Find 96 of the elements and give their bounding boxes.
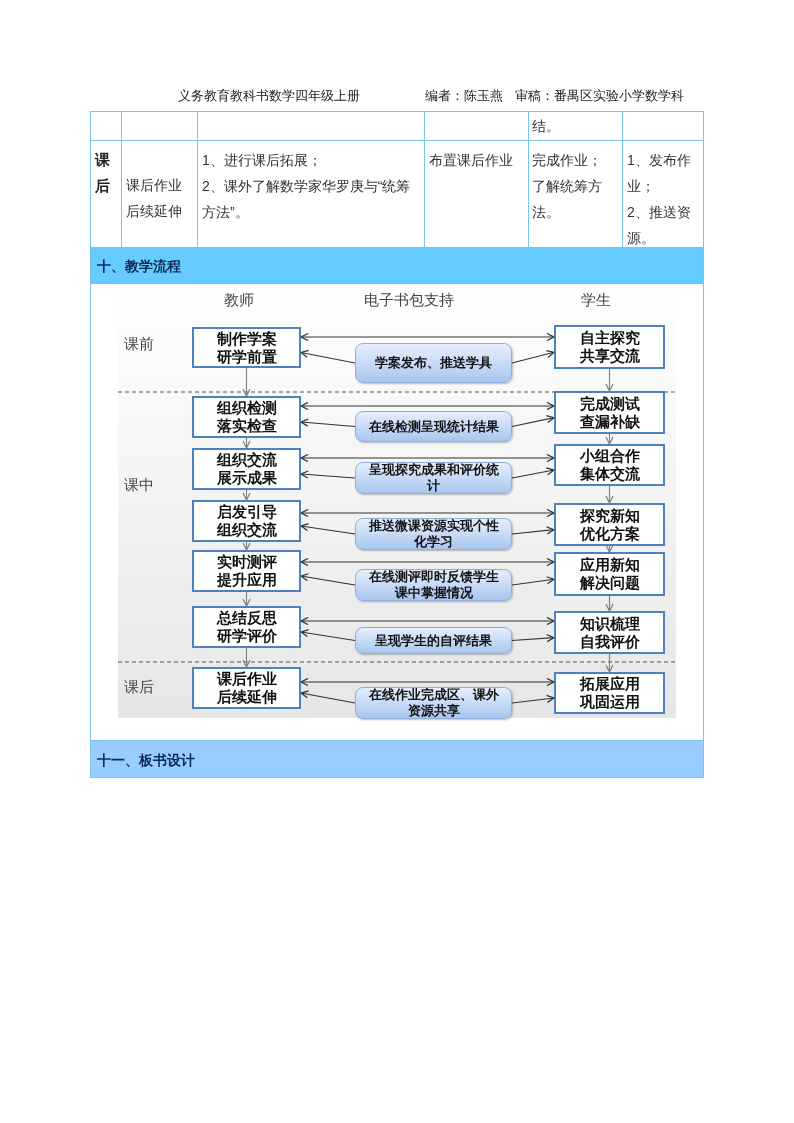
arrow xyxy=(300,629,356,642)
step-text: 完成测试查漏补缺 xyxy=(578,394,641,431)
column-heading: 教师 xyxy=(224,290,255,310)
arrow xyxy=(300,690,356,704)
arrow xyxy=(300,677,555,687)
step-box xyxy=(192,606,301,648)
step-box xyxy=(192,327,301,368)
section-heading: 十一、板书设计 xyxy=(97,751,196,770)
arrow xyxy=(605,433,614,445)
arrow xyxy=(300,470,356,479)
column-heading: 学生 xyxy=(581,290,612,310)
step-box xyxy=(554,444,665,486)
table-text: 课后作业后续延伸 xyxy=(126,176,183,221)
step-text: 自主探究共享交流 xyxy=(578,329,641,365)
step-box xyxy=(192,396,301,438)
arrow xyxy=(300,401,555,411)
step-text: 探究新知优化方案 xyxy=(578,506,641,543)
arrow xyxy=(300,349,356,364)
pill-text: 在线测评即时反馈学生课中掌握情况 xyxy=(368,569,499,601)
section-heading: 十、教学流程 xyxy=(97,257,182,276)
step-text: 总结反思研学评价 xyxy=(215,609,278,645)
table-text: 了解统筹方法。 xyxy=(532,177,603,222)
arrow xyxy=(511,350,555,364)
support-pill xyxy=(355,462,512,494)
arrow xyxy=(300,557,555,567)
arrow xyxy=(242,541,251,551)
header-text: 义务教育教科书数学四年级上册 xyxy=(178,87,361,105)
step-text: 组织检测落实检查 xyxy=(215,399,278,435)
stage-label: 课中 xyxy=(124,475,155,495)
pill-text: 学案发布、推送学具 xyxy=(375,355,492,371)
step-box xyxy=(554,325,665,369)
step-box xyxy=(192,550,301,592)
step-box xyxy=(192,667,301,709)
arrow xyxy=(605,544,614,553)
step-text: 实时测评提升应用 xyxy=(215,553,278,589)
arrow xyxy=(605,485,614,504)
arrow xyxy=(511,526,555,535)
pill-text: 推送微课资源实现个性化学习 xyxy=(368,518,499,550)
stage-label: 课后 xyxy=(95,150,111,196)
support-pill xyxy=(355,343,512,383)
arrow xyxy=(511,576,555,586)
arrow xyxy=(242,591,251,607)
column-heading: 电子书包支持 xyxy=(364,290,455,310)
table-text: 2、课外了解数学家华罗庚与“统筹方法”。 xyxy=(202,177,412,222)
step-box xyxy=(554,503,665,546)
arrow xyxy=(300,332,555,342)
arrow xyxy=(300,616,555,626)
step-text: 应用新知解决问题 xyxy=(578,556,641,592)
arrow xyxy=(300,508,555,518)
stage-label: 课前 xyxy=(124,334,155,354)
step-box xyxy=(554,391,665,434)
step-text: 组织交流展示成果 xyxy=(215,451,278,487)
pill-text: 呈现学生的自评结果 xyxy=(375,632,492,649)
step-box xyxy=(554,672,665,714)
step-box xyxy=(192,448,301,490)
stage-label: 课后 xyxy=(124,677,155,697)
arrow xyxy=(300,453,555,463)
arrow xyxy=(605,368,614,392)
arrow xyxy=(605,595,614,612)
table-text: 完成作业； xyxy=(532,151,603,170)
table-text: 1、发布作业； xyxy=(627,151,692,196)
table-text: 布置课后作业 xyxy=(429,151,514,170)
arrow xyxy=(300,418,356,428)
support-pill xyxy=(355,687,512,719)
arrow xyxy=(511,467,555,479)
step-box xyxy=(554,611,665,654)
support-pill xyxy=(355,627,512,654)
pill-text: 在线检测呈现统计结果 xyxy=(368,418,499,435)
step-text: 拓展应用巩固运用 xyxy=(578,675,641,711)
step-text: 小组合作集体交流 xyxy=(578,447,641,483)
header-text: 编者：陈玉燕 xyxy=(425,87,504,105)
pill-text: 在线作业完成区、课外资源共享 xyxy=(368,687,499,719)
arrow xyxy=(242,647,251,668)
arrow xyxy=(511,634,555,643)
step-text: 启发引导组织交流 xyxy=(215,503,278,539)
step-text: 知识梳理自我评价 xyxy=(578,614,641,651)
support-pill xyxy=(355,411,512,442)
support-pill xyxy=(355,518,512,550)
arrow xyxy=(300,522,356,535)
arrow xyxy=(242,367,251,397)
table-text: 2、推送资源。 xyxy=(627,203,692,248)
arrow xyxy=(511,694,555,704)
pill-text: 呈现探究成果和评价统计 xyxy=(368,462,499,494)
arrow xyxy=(300,573,356,586)
header-text: 审稿：番禺区实验小学数学科 xyxy=(515,87,685,105)
arrow xyxy=(242,437,251,449)
step-box xyxy=(554,552,665,596)
arrow xyxy=(511,415,555,428)
arrow xyxy=(242,489,251,501)
support-pill xyxy=(355,569,512,601)
table-text: 1、进行课后拓展； xyxy=(202,151,323,170)
step-text: 制作学案研学前置 xyxy=(215,329,278,366)
step-text: 课后作业后续延伸 xyxy=(215,670,278,706)
arrow xyxy=(605,653,614,673)
table-text: 结。 xyxy=(532,117,561,136)
step-box xyxy=(192,500,301,542)
